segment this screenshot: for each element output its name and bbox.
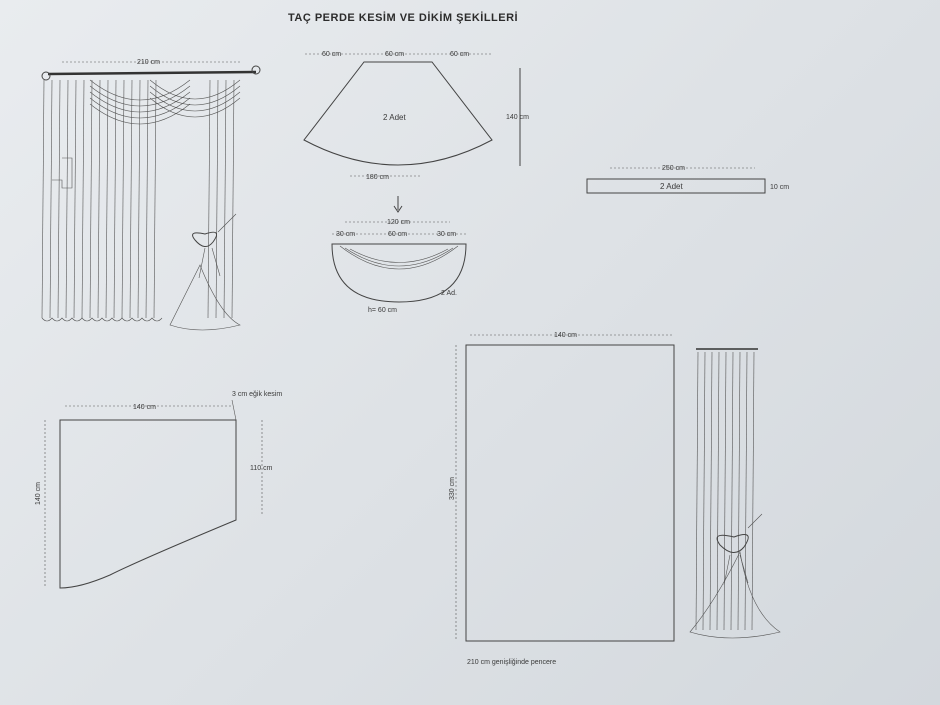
small-swag-width: 120 cm — [387, 219, 410, 226]
side-panel-cut-note: 3 cm eğik kesim — [232, 391, 282, 398]
rod-finial-right — [251, 65, 261, 75]
pleat-line — [207, 79, 211, 319]
strip-length: 250 cm — [662, 165, 685, 172]
swag-height: 140 cm — [506, 114, 529, 121]
strip-pattern: 250 cm 2 Adet 10 cm — [586, 165, 789, 194]
swag-seg-left: 60 cm — [322, 51, 341, 58]
pleat-line — [223, 79, 227, 319]
side-panel-right-height: 110 cm — [250, 465, 273, 472]
main-panel-height: 330 cm — [449, 477, 456, 500]
small-swag-seg-right: 30 cm — [437, 231, 456, 238]
curtain-width-label: 210 cm — [137, 59, 160, 66]
pleat-line — [89, 79, 93, 319]
pleat-line — [695, 351, 699, 631]
pleat-line — [81, 79, 85, 319]
pleat-line — [105, 79, 109, 319]
small-swag-seg-left: 30 cm — [336, 231, 355, 238]
pleat-line — [121, 79, 125, 319]
pleat-line — [723, 351, 727, 631]
pleat-line — [113, 79, 117, 319]
pleat-line — [231, 79, 235, 319]
swag-count: 2 Adet — [383, 113, 406, 122]
swag-seg-right: 60 cm — [450, 51, 469, 58]
pleat-line — [744, 351, 748, 631]
side-panel-pattern: 140 cm 3 cm eğik kesim 140 cm 110 cm — [35, 391, 282, 589]
swag-bottom: 180 cm — [366, 174, 389, 181]
small-swag-count: 2 Ad. — [441, 290, 457, 297]
curtain-illustration-top: 210 cm — [41, 59, 261, 331]
pleat-line — [716, 351, 720, 631]
curtain-illustration-side — [689, 348, 781, 639]
swag-seg-mid: 60 cm — [385, 51, 404, 58]
strip-count: 2 Adet — [660, 182, 683, 191]
pleat-line — [145, 79, 149, 319]
main-panel-pattern: 140 cm 330 cm 210 cm genişliğinde pencer… — [449, 332, 675, 666]
side-panel-width: 140 cm — [133, 404, 156, 411]
small-swag-pattern: 120 cm 30 cm 60 cm 30 cm 2 Ad. h= 60 cm — [331, 219, 467, 314]
pleat-line — [49, 79, 53, 319]
pleat-line — [153, 79, 157, 319]
pleat-line — [702, 351, 706, 631]
swag-pattern: 60 cm 60 cm 60 cm 2 Adet 140 cm 180 cm — [303, 51, 529, 213]
strip-height: 10 cm — [770, 184, 789, 191]
pleat-line — [137, 79, 141, 319]
pleat-line — [97, 79, 101, 319]
window-note: 210 cm genişliğinde pencere — [467, 659, 556, 666]
pleat-line — [751, 351, 755, 631]
pleat-line — [730, 351, 734, 631]
page-title: TAÇ PERDE KESİM VE DİKİM ŞEKİLLERİ — [288, 11, 518, 24]
small-swag-seg-mid: 60 cm — [388, 231, 407, 238]
pleat-line — [57, 79, 61, 319]
pleat-line — [737, 351, 741, 631]
pleat-line — [129, 79, 133, 319]
pleat-line — [73, 79, 77, 319]
rod-finial-left — [41, 71, 51, 81]
pleat-line — [215, 79, 219, 319]
pleat-line — [41, 79, 45, 319]
pleat-line — [709, 351, 713, 631]
side-panel-left-height: 140 cm — [35, 482, 42, 505]
main-panel-width: 140 cm — [554, 332, 577, 339]
small-swag-height: h= 60 cm — [368, 307, 397, 314]
pleat-line — [65, 79, 69, 319]
